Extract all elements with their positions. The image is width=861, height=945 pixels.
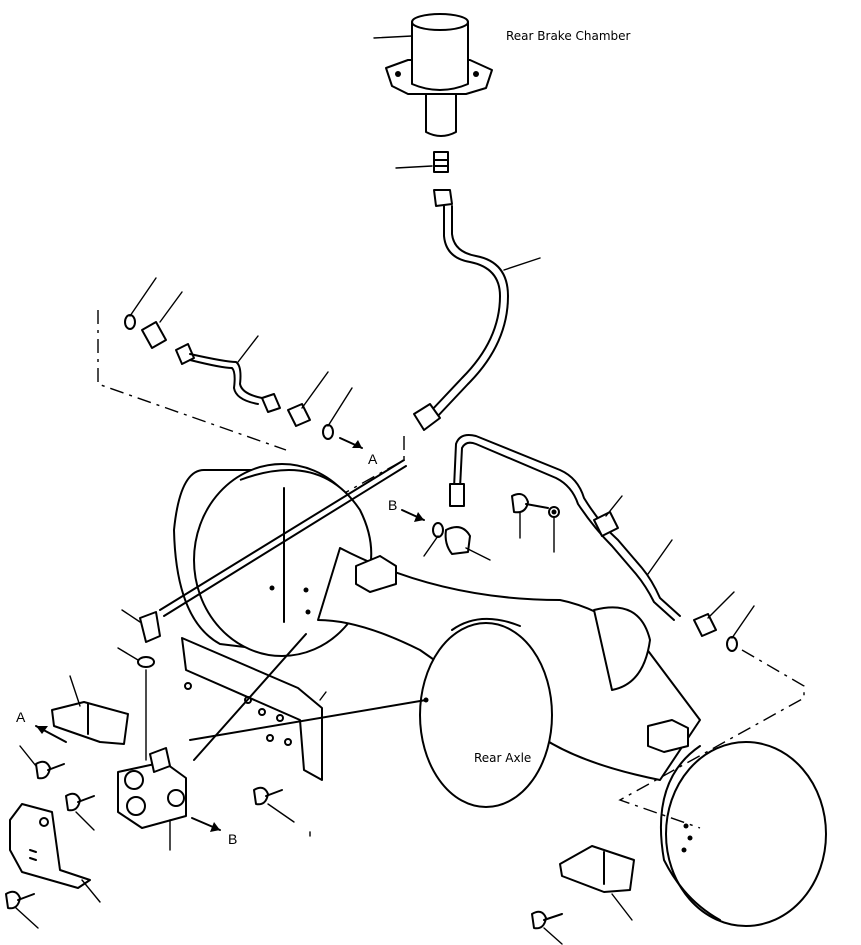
label-rear-brake-chamber: Rear Brake Chamber <box>506 29 631 43</box>
label-rear-axle: Rear Axle <box>474 751 531 765</box>
mounting-plate <box>181 637 323 781</box>
rear-axle-housing <box>173 463 827 927</box>
left-tube-assembly <box>124 277 363 449</box>
ref-a-left: A <box>16 709 26 725</box>
hose-end-fitting <box>413 403 441 431</box>
ref-b-bottom: B <box>228 831 237 847</box>
bolts <box>5 745 563 945</box>
bracket-upper-left <box>51 675 129 745</box>
bracket-lower-right <box>559 845 635 921</box>
chamber-fitting <box>395 151 453 207</box>
right-tube-assembly <box>449 434 755 652</box>
relay-valve <box>117 747 221 851</box>
left-elbow-fitting <box>117 609 161 761</box>
brake-hose <box>429 205 501 413</box>
ref-a-top: A <box>368 451 378 467</box>
mid-fittings <box>401 493 560 561</box>
bracket-lower-left <box>9 803 101 903</box>
ref-b-mid: B <box>388 497 397 513</box>
rear-brake-chamber <box>373 13 493 137</box>
